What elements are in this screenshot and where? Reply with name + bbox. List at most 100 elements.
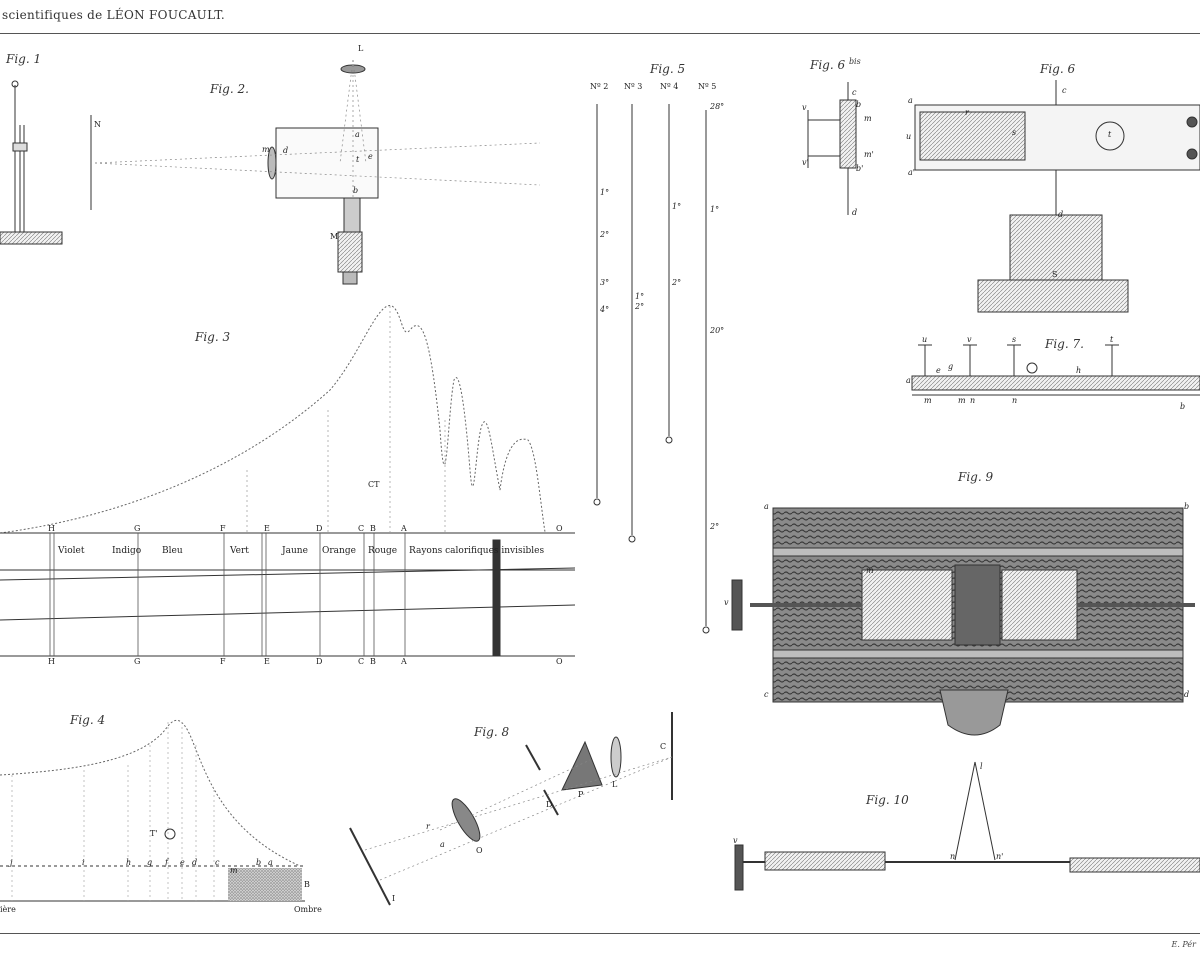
- fig9-label-a: a: [764, 502, 769, 511]
- fig8-label-I: I: [392, 894, 396, 903]
- fig3-lower-B: B: [370, 657, 376, 666]
- fig9-label-c: c: [764, 690, 769, 699]
- fig7-label-v: v: [967, 335, 972, 344]
- fig2-label-N: N: [94, 120, 101, 129]
- fig3-band-bleu: Bleu: [162, 546, 183, 556]
- fig4-curve: [0, 720, 305, 902]
- fig3-upper-G: G: [134, 524, 141, 533]
- fig5-mark-0: 1°: [600, 188, 610, 197]
- fig3-spectrum: [0, 305, 576, 657]
- fig10-label-n2: n': [996, 852, 1004, 861]
- plate-header: scientifiques de LÉON FOUCAULT.: [2, 8, 226, 22]
- fig8-label-P: P: [578, 790, 584, 799]
- fig2-label-L: L: [358, 44, 364, 53]
- fig4-label-m: m: [230, 866, 238, 875]
- fig10-label-n: n: [950, 852, 956, 861]
- fig4-dot-j: j: [10, 858, 13, 867]
- fig1-stand: [0, 80, 63, 245]
- bottom-rule: [0, 933, 1200, 934]
- fig3-upper-B: B: [370, 524, 376, 533]
- fig4-dot-e: e: [180, 858, 185, 867]
- fig3-upper-F: F: [220, 524, 226, 533]
- fig3-upper-E: E: [264, 524, 270, 533]
- fig4-dot-h: h: [126, 858, 132, 867]
- fig2-label-t: t: [356, 155, 360, 164]
- top-rule: [0, 33, 1200, 34]
- fig2-label-M: M: [330, 232, 339, 241]
- fig7-label-m2: m: [958, 396, 966, 405]
- fig6-label-u: u: [906, 132, 912, 141]
- fig4-dot-b: b: [256, 858, 262, 867]
- fig6-label-d: d: [1058, 210, 1064, 219]
- fig5-col-5: Nº 5: [698, 82, 717, 91]
- fig4-label-B: B: [304, 880, 310, 889]
- fig6bis-label-m2: m': [864, 150, 874, 159]
- fig7-label-m1: m: [924, 396, 932, 405]
- fig7-label-n2: n: [1012, 396, 1018, 405]
- fig4-title: Fig. 4: [70, 713, 106, 727]
- fig2-label-b: b: [353, 186, 359, 195]
- fig8-optics: [349, 712, 673, 906]
- fig5-mark-4: 1°: [635, 292, 645, 301]
- fig7-rail: [911, 344, 1200, 396]
- fig10-label-l: l: [980, 762, 983, 771]
- fig9-label-v: v: [724, 598, 729, 607]
- fig4-label-right: Ombre: [294, 905, 322, 914]
- fig7-label-n1: n: [970, 396, 976, 405]
- fig10-title: Fig. 10: [866, 793, 909, 807]
- fig3-band-infrared: Rayons calorifiques invisibles: [409, 546, 545, 556]
- engraver-credit: E. Pér: [1171, 940, 1196, 949]
- fig7-title: Fig. 7.: [1045, 337, 1084, 351]
- fig3-lower-H: H: [48, 657, 55, 666]
- fig7-label-g: g: [948, 362, 954, 371]
- fig3-band-rouge: Rouge: [368, 546, 398, 556]
- fig9-label-d: d: [1184, 690, 1190, 699]
- fig2-label-a: a: [355, 130, 360, 139]
- fig3-lower-O: O: [556, 657, 563, 666]
- fig7-label-a: a: [906, 376, 911, 385]
- fig8-label-L: L: [612, 780, 618, 789]
- fig4-dot-c: c: [215, 858, 220, 867]
- fig6-label-c: c: [1062, 86, 1067, 95]
- fig3-lower-C: C: [358, 657, 365, 666]
- fig7-label-s: s: [1012, 335, 1017, 344]
- fig7-label-e: e: [936, 366, 941, 375]
- fig5-thermometers: [593, 104, 710, 634]
- fig3-band-indigo: Indigo: [112, 546, 142, 556]
- fig5-mark-top: 28°: [710, 102, 725, 111]
- fig5-col-3: Nº 3: [624, 82, 643, 91]
- fig2-title: Fig. 2.: [210, 82, 249, 96]
- fig5-col-2: Nº 2: [590, 82, 609, 91]
- fig9-title: Fig. 9: [958, 470, 994, 484]
- fig6-label-r: r: [965, 108, 969, 117]
- fig6-label-s: s: [1012, 128, 1017, 137]
- fig3-lower-A: A: [401, 657, 407, 666]
- fig3-lower-F: F: [220, 657, 226, 666]
- fig4-dot-d: d: [192, 858, 198, 867]
- fig5-mark-1: 2°: [600, 230, 610, 239]
- fig3-center-mark: CT: [368, 480, 380, 489]
- fig6bis-label-v2: v': [802, 158, 809, 167]
- fig7-label-t: t: [1110, 335, 1114, 344]
- fig3-lower-E: E: [264, 657, 270, 666]
- fig5-mark-2: 3°: [600, 278, 610, 287]
- fig6-label-a: a: [908, 96, 913, 105]
- fig4-dot-i: i: [82, 858, 85, 867]
- fig6bis-title: Fig. 6 bis: [810, 57, 861, 72]
- fig9-label-b: b: [1184, 502, 1190, 511]
- fig8-label-C: C: [660, 742, 667, 751]
- fig5-mark-9: 20°: [710, 326, 725, 335]
- fig3-upper-D: D: [316, 524, 323, 533]
- fig2-apparatus: [90, 59, 541, 285]
- fig4-label-left: ière: [0, 905, 16, 914]
- fig3-band-jaune: Jaune: [282, 546, 308, 556]
- fig7-label-h: h: [1076, 366, 1082, 375]
- fig5-mark-8: 1°: [710, 205, 720, 214]
- fig6bis-title-main: Fig. 6: [810, 58, 846, 72]
- fig6bis-label-b2: b': [856, 164, 864, 173]
- fig4-dot-f: f: [165, 858, 168, 867]
- fig3-upper-A: A: [401, 524, 407, 533]
- fig3-band-orange: Orange: [322, 546, 356, 556]
- fig3-upper-O: O: [556, 524, 563, 533]
- fig5-mark-10: 2°: [710, 522, 720, 531]
